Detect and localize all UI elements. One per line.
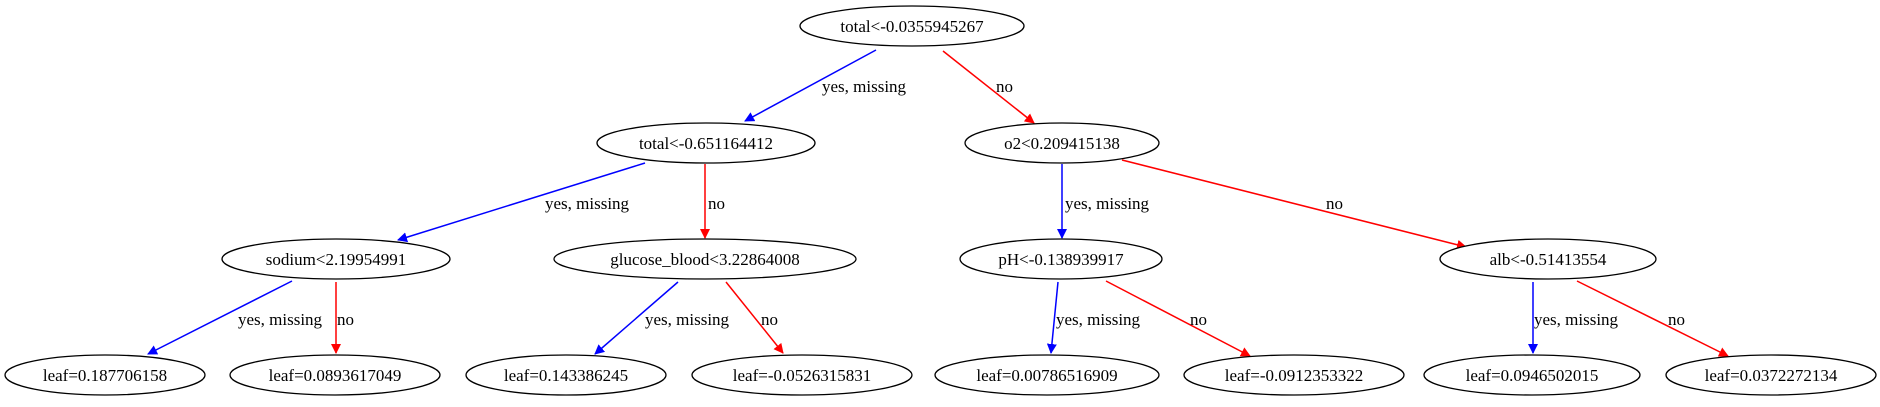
edge-yes: yes, missing [1046,281,1141,354]
node-ellipse [691,354,913,396]
node-ellipse [1439,238,1657,280]
node-ellipse [4,354,206,396]
split-node: glucose_blood<3.22864008 [553,238,857,280]
edge-label-no: no [337,310,354,329]
edge-line-no [1576,280,1729,357]
edge-line-yes [147,280,293,355]
split-node: sodium<2.19954991 [221,238,451,280]
node-label: leaf=-0.0526315831 [733,366,871,385]
leaf-node: leaf=0.0893617049 [229,354,441,396]
node-ellipse [229,354,441,396]
edge-no: no [700,164,725,239]
node-ellipse [596,122,816,164]
node-label: leaf=0.00786516909 [976,366,1117,385]
leaf-node: leaf=0.0946502015 [1423,354,1641,396]
edge-no: no [942,50,1035,124]
node-label: sodium<2.19954991 [266,250,406,269]
node-ellipse [1665,354,1877,396]
edge-no: no [1121,159,1467,250]
edge-label-yes: yes, missing [238,310,323,329]
node-label: total<-0.651164412 [639,134,773,153]
node-ellipse [465,354,667,396]
leaf-node: leaf=0.00786516909 [934,354,1160,396]
node-label: total<-0.0355945267 [840,17,984,36]
edge-label-yes: yes, missing [1534,310,1619,329]
edge-label-no: no [996,77,1013,96]
edge-yes: yes, missing [1528,282,1619,354]
leaf-node: leaf=0.0372272134 [1665,354,1877,396]
nodes-layer: total<-0.0355945267 total<-0.651164412 o2<… [4,5,1877,396]
edge-no: no [1576,280,1729,357]
leaf-node: leaf=0.143386245 [465,354,667,396]
node-label: o2<0.209415138 [1004,134,1120,153]
edge-label-yes: yes, missing [822,77,907,96]
node-label: leaf=0.187706158 [43,366,167,385]
split-node: total<-0.651164412 [596,122,816,164]
split-node: total<-0.0355945267 [799,5,1025,47]
edge-line-no [942,50,1035,124]
edge-label-no: no [1326,194,1343,213]
edge-label-yes: yes, missing [1065,194,1150,213]
split-node: o2<0.209415138 [964,122,1160,164]
edge-line-yes [1046,281,1059,354]
node-label: glucose_blood<3.22864008 [610,250,800,269]
node-label: pH<-0.138939917 [998,250,1124,269]
node-ellipse [1423,354,1641,396]
node-ellipse [1183,354,1405,396]
leaf-node: leaf=-0.0912353322 [1183,354,1405,396]
edge-label-no: no [708,194,725,213]
node-label: leaf=-0.0912353322 [1225,366,1363,385]
edge-line-yes [744,49,877,122]
edge-yes: yes, missing [744,49,907,122]
node-ellipse [553,238,857,280]
edge-no: no [725,281,784,354]
edge-line-no [1105,280,1251,357]
node-label: leaf=0.0893617049 [269,366,402,385]
edge-yes: yes, missing [594,281,730,355]
node-ellipse [964,122,1160,164]
node-ellipse [221,238,451,280]
edges-layer: yes, missing no yes, missing no yes, missing… [147,49,1729,357]
edge-no: no [331,282,354,354]
edge-line-no [1121,159,1467,250]
edge-no: no [1105,280,1251,357]
edge-label-yes: yes, missing [645,310,730,329]
node-label: leaf=0.143386245 [504,366,628,385]
edge-label-no: no [761,310,778,329]
edge-label-yes: yes, missing [1056,310,1141,329]
edge-label-no: no [1190,310,1207,329]
leaf-node: leaf=-0.0526315831 [691,354,913,396]
edge-yes: yes, missing [397,162,646,243]
node-ellipse [959,238,1163,280]
node-label: leaf=0.0946502015 [1466,366,1599,385]
edge-line-yes [397,162,646,243]
edge-yes: yes, missing [1057,164,1150,239]
edge-label-yes: yes, missing [545,194,630,213]
split-node: alb<-0.51413554 [1439,238,1657,280]
split-node: pH<-0.138939917 [959,238,1163,280]
edge-yes: yes, missing [147,280,323,355]
node-label: alb<-0.51413554 [1490,250,1607,269]
node-ellipse [799,5,1025,47]
edge-line-yes [594,281,679,355]
leaf-node: leaf=0.187706158 [4,354,206,396]
edge-label-no: no [1668,310,1685,329]
edge-line-no [725,281,784,354]
node-label: leaf=0.0372272134 [1705,366,1838,385]
node-ellipse [934,354,1160,396]
